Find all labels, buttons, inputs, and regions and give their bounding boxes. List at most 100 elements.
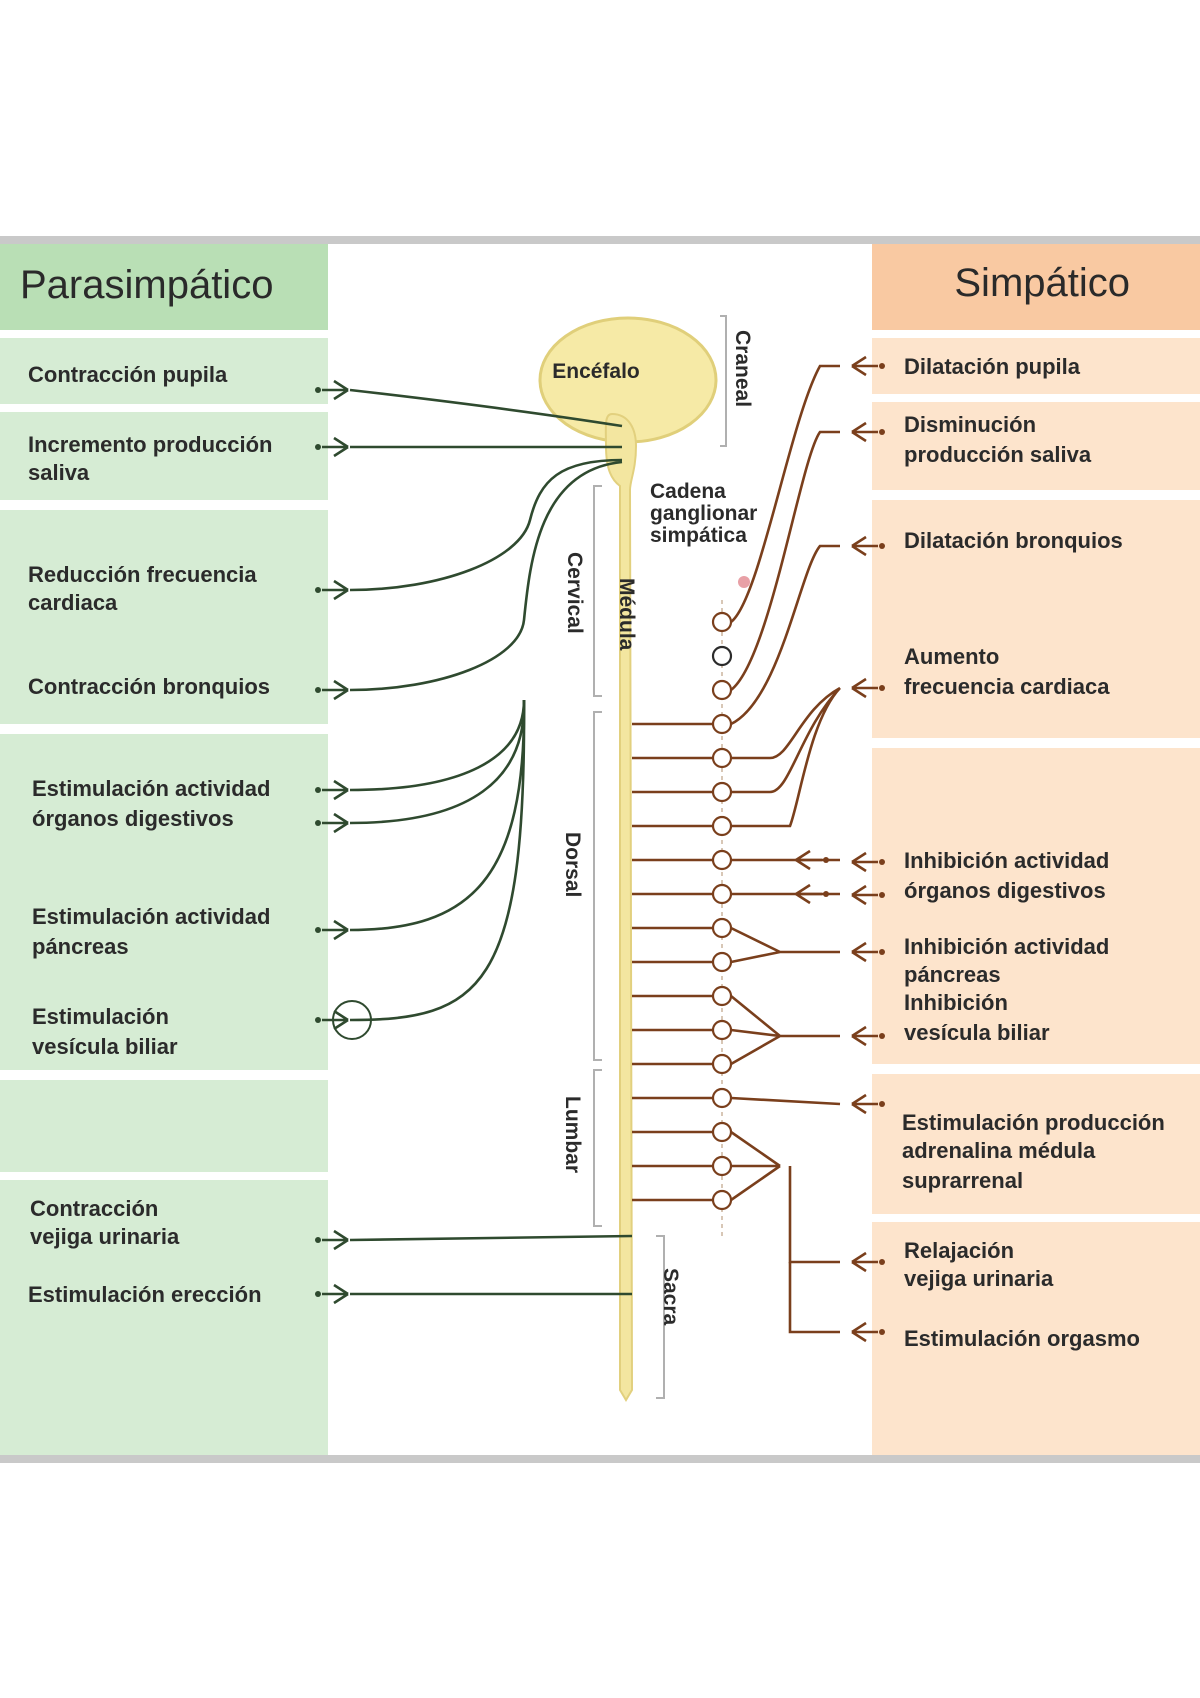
symp-synapse-4-terminal [879, 685, 885, 691]
symp-nerve-3 [730, 544, 840, 726]
ganglion-11 [711, 951, 733, 973]
symp-synapse-11-terminal [879, 1329, 885, 1335]
symp-synapse-5 [851, 851, 878, 873]
symp-synapse-6 [851, 884, 878, 906]
para-effect-9: Estimulación erección [28, 1282, 262, 1307]
para-nerve-6 [349, 699, 526, 825]
para-synapse-2 [322, 436, 349, 458]
para-effect-5-line-1: Estimulación actividad [32, 776, 270, 801]
spinal-cord [604, 412, 638, 1402]
ganglion-6 [711, 781, 733, 803]
para-synapse-8 [322, 1009, 349, 1031]
ganglion-13 [711, 1019, 733, 1041]
symp-nerve-10 [730, 1130, 840, 1264]
region-cervical: Cervical [563, 552, 586, 634]
parasympathetic-panel [0, 244, 328, 1455]
para-synapse-1-terminal [315, 387, 321, 393]
symp-synapse-1-terminal [879, 363, 885, 369]
para-effect-8-line-1: Contracción [30, 1196, 158, 1221]
symp-nerve-8 [730, 994, 840, 1066]
symp-synapse-8 [851, 1025, 878, 1047]
para-effect-7-line-1: Estimulación [32, 1004, 169, 1029]
symp-effect-7-line-2: vesícula biliar [904, 1020, 1050, 1045]
symp-synapse-11 [851, 1321, 878, 1343]
para-synapse-6 [322, 812, 349, 834]
para-effect-6-line-1: Estimulación actividad [32, 904, 270, 929]
para-effect-6-line-2: páncreas [32, 934, 129, 959]
para-synapse-3 [322, 579, 349, 601]
para-effect-3-line-2: cardiaca [28, 590, 118, 615]
symp-synapse-1 [851, 355, 878, 377]
para-synapse-5-terminal [315, 787, 321, 793]
ganglion-8 [711, 849, 733, 871]
para-effect-2-line-2: saliva [28, 460, 90, 485]
para-synapse-8-terminal [315, 1017, 321, 1023]
symp-synapse-2 [851, 421, 878, 443]
para-synapse-4-terminal [315, 687, 321, 693]
frame-bottom-border [0, 1455, 1200, 1463]
parasympathetic-title: Parasimpático [20, 263, 273, 307]
ganglion-4 [711, 713, 733, 735]
symp-synapse-8-terminal [879, 1033, 885, 1039]
para-synapse-5 [322, 779, 349, 801]
symp-synapse-9-terminal [879, 1101, 885, 1107]
symp-effect-4-line-1: Aumento [904, 644, 999, 669]
para-nerve-7 [349, 699, 526, 932]
symp-effect-1: Dilatación pupila [904, 354, 1081, 379]
symp-effect-5-line-2: órganos digestivos [904, 878, 1106, 903]
symp-relay-1 [795, 849, 822, 871]
symp-synapse-7 [851, 941, 878, 963]
ganglion-10 [711, 917, 733, 939]
symp-effect-5-line-1: Inhibición actividad [904, 848, 1109, 873]
para-nerve-3 [349, 458, 623, 592]
chain-label-line-2: ganglionar [650, 502, 757, 525]
sympathetic-ganglia [711, 611, 733, 1211]
parasympathetic-header-bg [0, 244, 328, 330]
sympathetic-labels: Dilatación pupila Disminución producción… [902, 354, 1165, 1351]
region-brackets [593, 315, 727, 1399]
region-craneal: Craneal [731, 330, 754, 407]
symp-effect-3: Dilatación bronquios [904, 528, 1123, 553]
ganglion-16 [711, 1121, 733, 1143]
para-effect-3-line-1: Reducción frecuencia [28, 562, 257, 587]
symp-synapse-2-terminal [879, 429, 885, 435]
symp-nerve-11 [788, 1262, 840, 1334]
para-effect-4: Contracción bronquios [28, 674, 270, 699]
symp-synapse-7-terminal [879, 949, 885, 955]
para-synapse-7 [322, 919, 349, 941]
ganglion-17 [711, 1155, 733, 1177]
symp-effect-6-line-1: Inhibición actividad [904, 934, 1109, 959]
para-synapse-4 [322, 679, 349, 701]
brain-label: Encéfalo [552, 360, 640, 383]
ganglion-9 [711, 883, 733, 905]
ganglion-1 [711, 611, 733, 633]
symp-effect-7-line-1: Inhibición [904, 990, 1008, 1015]
ganglion-14 [711, 1053, 733, 1075]
region-dorsal: Dorsal [561, 832, 584, 897]
symp-effect-10: Estimulación orgasmo [904, 1326, 1140, 1351]
cord-label: Médula [615, 578, 638, 651]
para-synapse-2-terminal [315, 444, 321, 450]
para-synapse-10 [322, 1283, 349, 1305]
region-sacra: Sacra [659, 1268, 682, 1326]
para-synapse-9-terminal [315, 1237, 321, 1243]
symp-synapse-10 [851, 1251, 878, 1273]
symp-effect-2-line-1: Disminución [904, 412, 1036, 437]
symp-synapse-3 [851, 535, 878, 557]
symp-relay-2-terminal [823, 891, 829, 897]
para-nerve-5 [349, 699, 526, 792]
para-nerve-1 [349, 388, 623, 428]
symp-relay-1-terminal [823, 857, 829, 863]
para-effect-8-line-2: vejiga urinaria [30, 1224, 180, 1249]
symp-synapse-4 [851, 677, 878, 699]
para-synapse-9 [322, 1229, 349, 1251]
frame-top-border [0, 236, 1200, 244]
region-lumbar: Lumbar [561, 1096, 584, 1173]
symp-effect-8-line-3: suprarrenal [902, 1168, 1023, 1193]
ganglion-2 [711, 645, 733, 667]
sympathetic-title: Simpático [954, 261, 1130, 305]
symp-relay-2 [795, 883, 822, 905]
sympathetic-panel [872, 244, 1200, 1455]
para-synapse-10-terminal [315, 1291, 321, 1297]
